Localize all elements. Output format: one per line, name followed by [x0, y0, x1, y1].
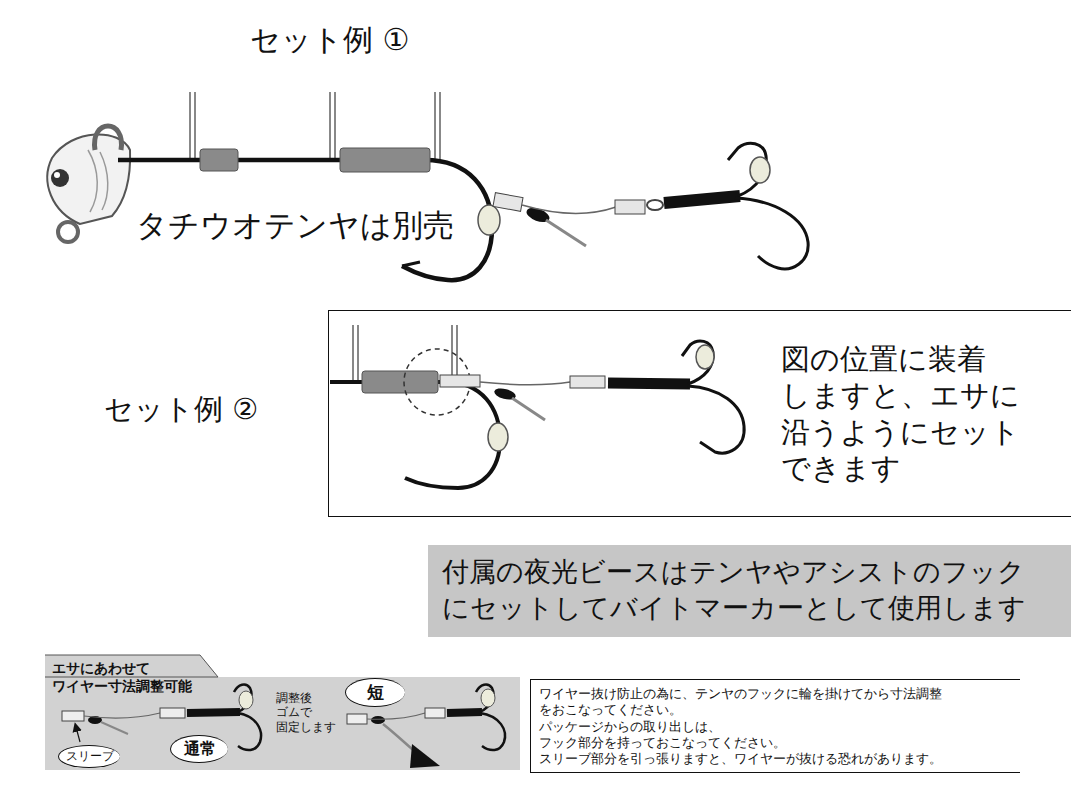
short-rig	[367, 713, 425, 719]
normal-rig	[76, 727, 80, 742]
info-band: 付属の夜光ビースはテンヤやアシストのフック にセットしてバイトマーカーとして使用…	[428, 545, 1071, 637]
assist-hook	[696, 345, 714, 369]
step-note: 調整後 ゴムで 固定します	[276, 691, 340, 734]
node-text: スリーブ部分を引っ張りますと、ワイヤーが抜ける恐れがあります。	[539, 751, 958, 767]
node-text: 付属の夜光ビースはテンヤやアシストのフック にセットしてバイトマーカーとして使用…	[442, 554, 1025, 627]
assist-hook	[480, 382, 570, 385]
state-tag: 短	[345, 678, 405, 707]
tenya-head	[100, 152, 108, 210]
short-rig	[480, 713, 505, 750]
tenya-head	[54, 172, 60, 178]
set-title: セット例 ①	[250, 22, 409, 58]
note-label: タチウオテンヤは別売	[136, 207, 454, 244]
short-rig	[371, 716, 385, 724]
assist-hook	[615, 200, 645, 214]
tag-text: スリーブ	[66, 749, 114, 763]
assist-hook	[493, 193, 523, 212]
tenya-pins	[190, 92, 195, 160]
normal-rig	[62, 685, 261, 751]
assist-hook	[647, 200, 663, 210]
tenya-hook	[118, 148, 500, 280]
tenya-hook	[478, 205, 500, 235]
tenya-head	[95, 126, 122, 150]
assist-hook	[522, 205, 616, 214]
assist-hook	[688, 386, 744, 453]
note-panel: 図の位置に装着 しますと、エサに 沿うようにセット できます	[328, 310, 1071, 517]
normal-rig	[101, 722, 128, 734]
normal-rig	[238, 713, 261, 750]
assist-hook	[440, 341, 744, 453]
tag-text: 通常	[184, 739, 216, 758]
node-text: パッケージからの取り出しは、フック部分を持っておこなってください。	[539, 719, 958, 752]
short-rig	[425, 708, 445, 718]
assist-hook	[512, 398, 545, 420]
short-rig	[481, 689, 495, 707]
tenya-hook	[330, 382, 500, 488]
tag-text: 短	[367, 682, 384, 702]
normal-rig	[84, 713, 160, 718]
assist-hook	[735, 198, 808, 269]
normal-rig	[239, 691, 253, 709]
tenya-hook	[362, 371, 438, 393]
tenya-head	[58, 222, 78, 242]
normal-rig	[62, 711, 84, 721]
normal-rig	[160, 708, 185, 718]
set-title: セット例 ②	[104, 392, 258, 427]
assist-hook	[682, 341, 713, 384]
tenya-pins	[330, 92, 335, 160]
tenya-hook	[330, 325, 508, 488]
tenya-head	[51, 169, 69, 187]
assist-hook	[546, 220, 586, 246]
assist-hook	[570, 376, 605, 388]
tenya-hook	[200, 149, 238, 171]
tenya-hook	[340, 148, 430, 172]
tenya-head	[88, 150, 97, 212]
assist-hook	[493, 143, 808, 269]
short-rig	[447, 712, 482, 713]
normal-rig	[187, 712, 240, 713]
assist-hook	[750, 157, 770, 183]
part-tag: スリーブ	[58, 745, 120, 768]
tenya-head	[47, 134, 130, 224]
panel-ground	[45, 655, 520, 770]
short-rig	[347, 714, 367, 724]
tenya-hook	[118, 160, 492, 280]
tenya-hook	[402, 262, 420, 266]
tenya-pins	[435, 92, 440, 160]
caution-box: ワイヤー抜け防止の為に、テンヤのフックに輪を掛けてから寸法調整 をおこなってくだ…	[530, 679, 1020, 773]
state-tag: 通常	[170, 735, 228, 763]
short-rig	[410, 744, 440, 768]
tenya-head	[47, 126, 130, 242]
assist-hook	[440, 375, 480, 387]
tenya-hook	[488, 423, 508, 451]
assist-hook	[664, 196, 740, 203]
assist-hook	[608, 383, 690, 384]
node-text: ワイヤー抜け防止の為に、テンヤのフックに輪を掛けてから寸法調整 をおこなってくだ…	[539, 686, 958, 719]
node-text: 図の位置に装着 しますと、エサに 沿うようにセット できます	[781, 341, 1030, 486]
node-text: エサにあわせて ワイヤー寸法調整可能	[52, 660, 192, 695]
